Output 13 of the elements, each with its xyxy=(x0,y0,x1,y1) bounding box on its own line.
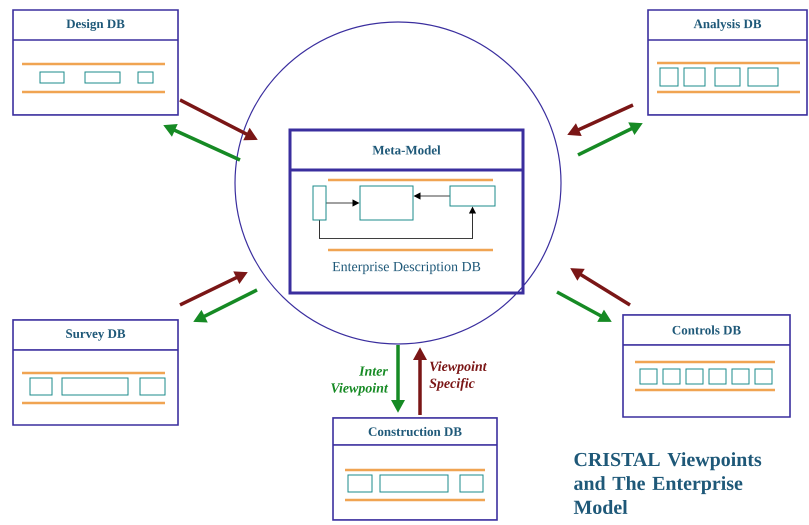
small-box xyxy=(450,185,496,206)
database-box: Construction DB xyxy=(332,417,498,521)
small-box xyxy=(312,185,326,220)
database-box: Analysis DB xyxy=(647,9,808,116)
model-box: Meta-Model Enterprise Description DB xyxy=(288,128,524,294)
database-box: Controls DB xyxy=(622,314,791,418)
title: CRISTAL Viewpoints and The Enterprise Model xyxy=(574,452,762,514)
database-box: Design DB xyxy=(12,9,179,116)
edge-label: Inter Viewpoint xyxy=(331,366,388,396)
small-box xyxy=(360,185,414,220)
database-box: Survey DB xyxy=(12,319,179,426)
edge-label: Viewpoint Specific xyxy=(429,361,487,391)
ellipse xyxy=(234,21,562,345)
